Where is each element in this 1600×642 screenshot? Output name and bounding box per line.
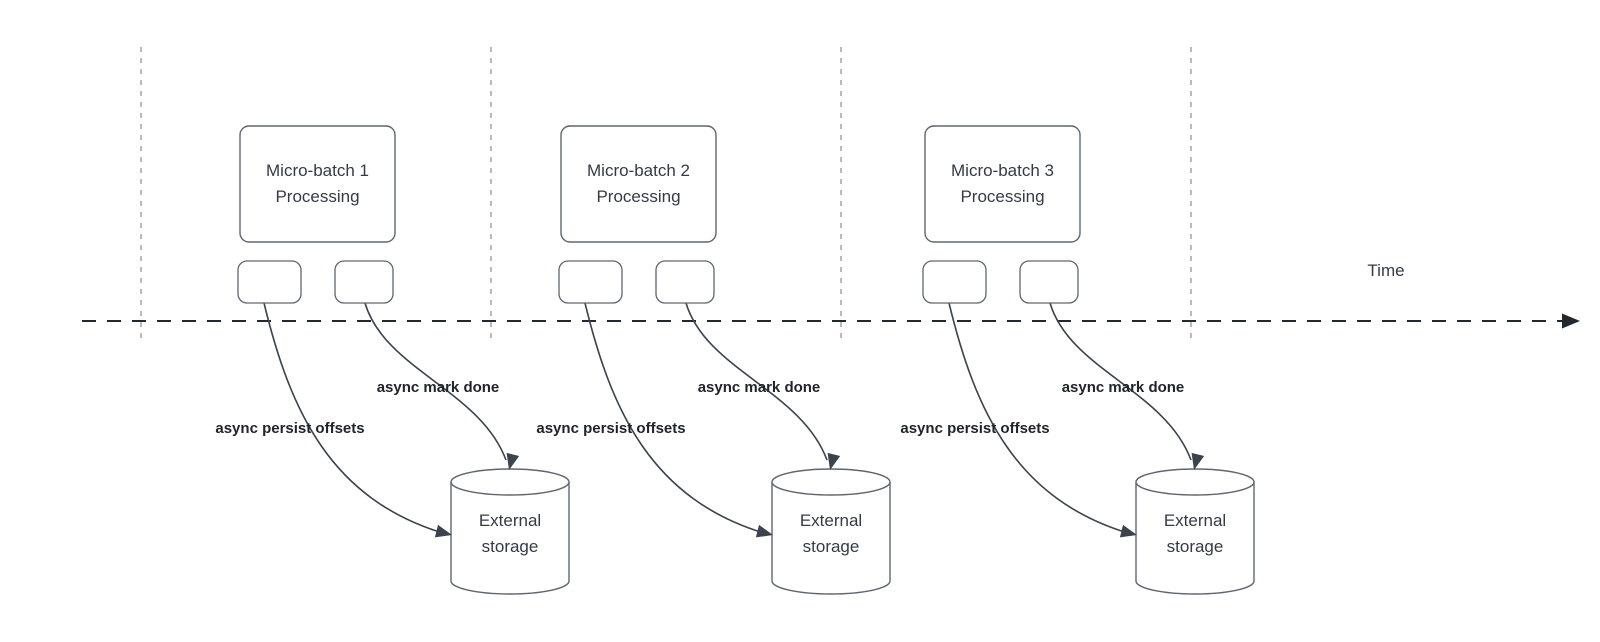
processing-box — [924, 125, 1081, 243]
time-label: Time — [1367, 261, 1405, 280]
batch-3-group — [922, 125, 1255, 595]
persist-arrowhead-icon — [434, 524, 452, 538]
mark-done-label: async mark done — [697, 379, 821, 396]
processing-box-label: Micro-batch 1 Processing — [266, 161, 369, 206]
mark-done-arrowhead-icon — [1191, 452, 1205, 470]
persist-offsets-arrow-line — [584, 302, 768, 535]
mark-done-label: async mark done — [1061, 379, 1185, 396]
mark-done-task-box — [655, 260, 715, 304]
external-storage-label: External storage — [799, 511, 863, 556]
external-storage-label: External storage — [478, 511, 542, 556]
persist-offsets-label: async persist offsets — [536, 420, 686, 437]
cylinder-body — [771, 482, 891, 595]
cylinder-body — [450, 482, 570, 595]
persist-arrowhead-icon — [755, 524, 773, 538]
cylinder-top-ellipse — [1135, 468, 1255, 496]
mark-done-arrowhead-icon — [506, 452, 520, 470]
processing-box-label: Micro-batch 3 Processing — [951, 161, 1054, 206]
cylinder-body — [1135, 482, 1255, 595]
mark-done-arrow-line — [364, 302, 507, 461]
persist-offsets-arrow-line — [263, 302, 447, 535]
persist-offsets-label: async persist offsets — [900, 420, 1050, 437]
processing-box — [239, 125, 396, 243]
mark-done-task-box — [1019, 260, 1079, 304]
processing-box-label: Micro-batch 2 Processing — [587, 161, 690, 206]
persist-arrowhead-icon — [1119, 524, 1137, 538]
mark-done-arrow-line — [1049, 302, 1192, 461]
cylinder-top-ellipse — [771, 468, 891, 496]
processing-box — [560, 125, 717, 243]
mark-done-arrow-line — [685, 302, 828, 461]
mark-done-label: async mark done — [376, 379, 500, 396]
time-axis-arrowhead-icon — [1562, 313, 1580, 329]
persist-offsets-label: async persist offsets — [215, 420, 365, 437]
mark-done-task-box — [334, 260, 394, 304]
persist-task-box — [237, 260, 302, 304]
persist-task-box — [558, 260, 623, 304]
batch-2-group — [558, 125, 891, 595]
batch-1-group — [237, 125, 570, 595]
cylinder-top-ellipse — [450, 468, 570, 496]
mark-done-arrowhead-icon — [827, 452, 841, 470]
persist-task-box — [922, 260, 987, 304]
persist-offsets-arrow-line — [948, 302, 1132, 535]
external-storage-label: External storage — [1163, 511, 1227, 556]
